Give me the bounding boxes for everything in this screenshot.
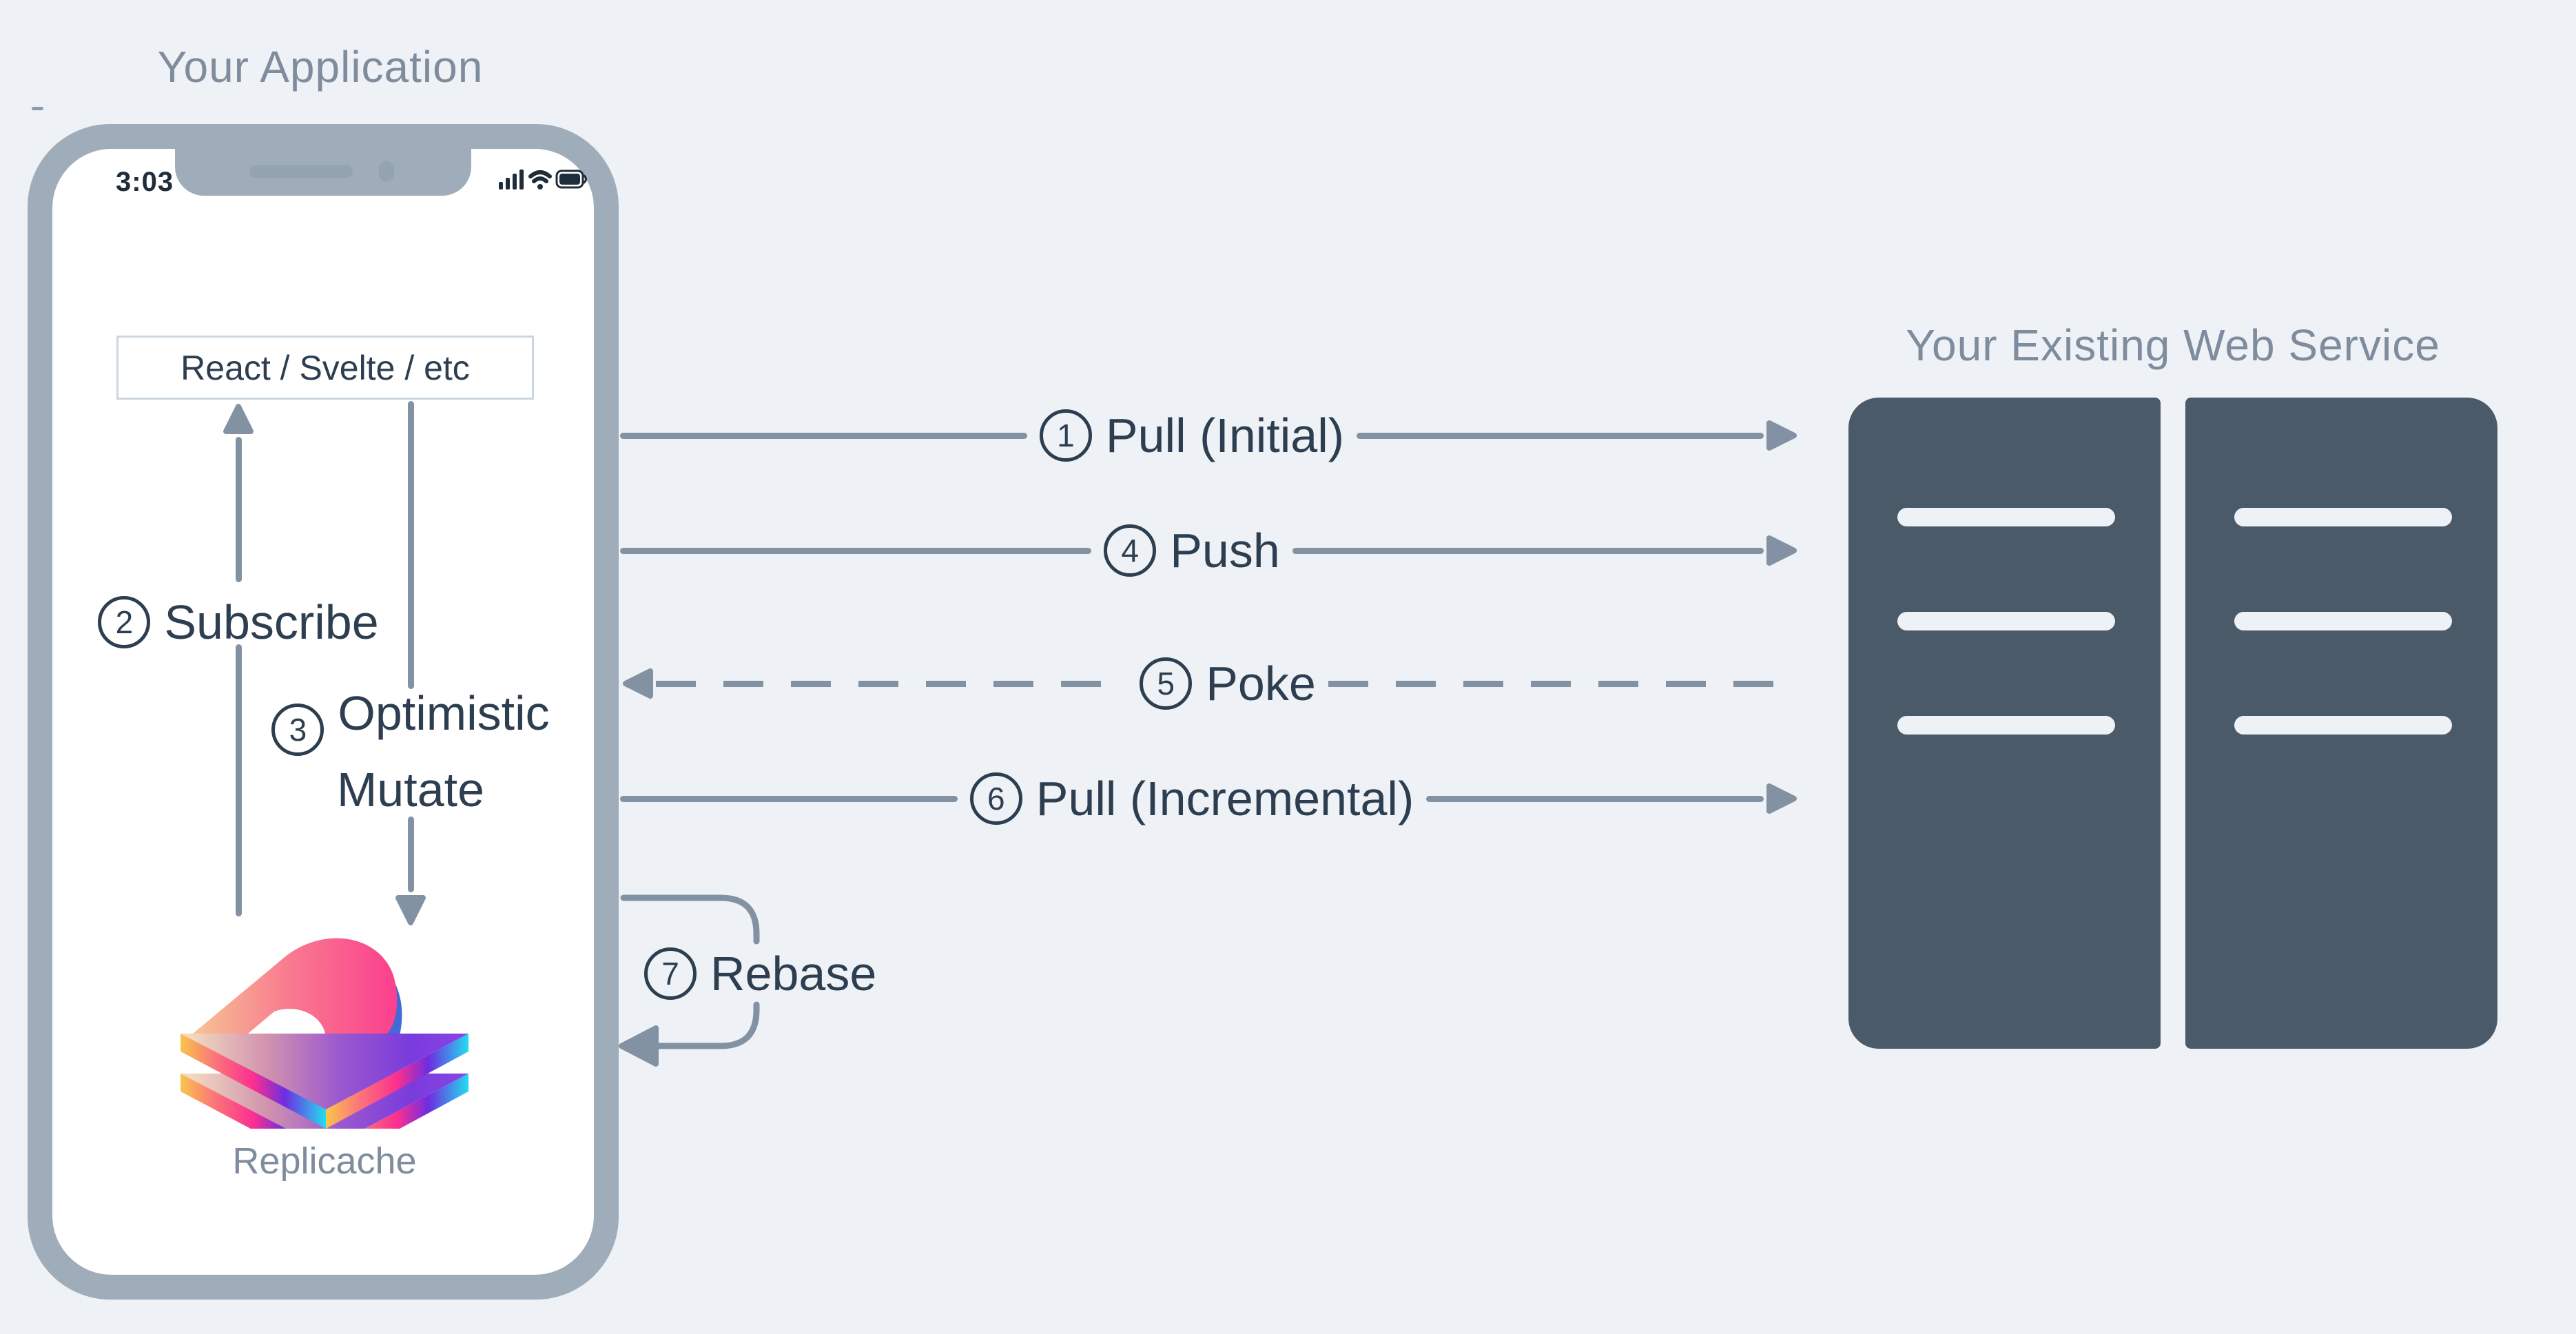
wifi-icon — [528, 170, 552, 189]
step-label-text: Poke — [1206, 657, 1316, 710]
replicache-caption: Replicache — [232, 1140, 417, 1182]
server-slot-bar — [1897, 508, 2115, 526]
step-pull-incremental: 6 Pull (Incremental) — [969, 771, 1414, 826]
speaker-icon — [249, 165, 353, 178]
step-pull-initial: 1 Pull (Initial) — [1039, 408, 1345, 463]
cellular-signal-icon — [499, 170, 524, 189]
step-label-text: Subscribe — [164, 595, 379, 649]
step-label-text: Rebase — [710, 947, 877, 1000]
phone-notch — [175, 149, 471, 196]
flow-line — [1357, 432, 1764, 439]
right-arrowhead-icon — [1766, 420, 1797, 451]
subscribe-arrow-line — [236, 644, 242, 916]
step-number-badge: 4 — [1104, 524, 1157, 577]
server-tower — [1848, 398, 2161, 1049]
step-label-text: Pull (Initial) — [1105, 409, 1345, 462]
flow-line — [620, 795, 958, 802]
camera-icon — [379, 161, 394, 182]
flow-dashed-line — [1328, 680, 1800, 687]
flow-pull-initial: 1 Pull (Initial) — [620, 402, 1800, 469]
subscribe-arrow-line — [236, 437, 242, 582]
step-number-badge: 1 — [1039, 409, 1092, 462]
flow-line — [1426, 795, 1764, 802]
step-label-text: Pull (Incremental) — [1035, 772, 1414, 825]
server-slot-bar — [2234, 612, 2452, 630]
web-service-title: Your Existing Web Service — [1906, 320, 2440, 370]
phone-frame: 3:03 — [28, 124, 619, 1300]
phone-screen: 3:03 — [52, 149, 594, 1275]
subscribe-arrowhead-icon — [223, 404, 254, 434]
server-slot-bar — [1897, 716, 2115, 735]
mutate-arrow-line — [408, 401, 414, 689]
step-number-badge: 5 — [1140, 657, 1193, 710]
server-slot-bar — [2234, 508, 2452, 526]
flow-line — [620, 547, 1092, 554]
right-arrowhead-icon — [1766, 535, 1797, 566]
status-bar-time: 3:03 — [116, 167, 174, 197]
corner-dash-artifact — [32, 107, 43, 110]
status-bar-icons — [499, 167, 587, 194]
left-arrowhead-icon — [623, 668, 653, 699]
right-arrowhead-icon — [1766, 783, 1797, 814]
flow-pull-incremental: 6 Pull (Incremental) — [620, 766, 1800, 832]
step-label-text: Push — [1170, 524, 1280, 577]
replicache-logo — [181, 938, 468, 1129]
battery-icon — [555, 170, 587, 189]
step-poke: 5 Poke — [1140, 656, 1316, 711]
flow-line — [620, 432, 1027, 439]
flow-line — [1292, 547, 1764, 554]
step-number-badge: 7 — [644, 947, 697, 1000]
mutate-arrowhead-icon — [395, 895, 426, 925]
server-tower — [2185, 398, 2497, 1049]
flow-poke: 5 Poke — [620, 650, 1800, 717]
step-rebase: 7 Rebase — [644, 943, 876, 1005]
step-number-badge: 6 — [969, 772, 1022, 825]
flow-push: 4 Push — [620, 517, 1800, 584]
step-subscribe: 2 Subscribe — [76, 589, 400, 655]
server-slot-bar — [1897, 612, 2115, 630]
step-number-badge: 3 — [271, 704, 324, 756]
step-number-badge: 2 — [98, 596, 151, 648]
step-label-text: Optimistic Mutate — [337, 686, 550, 817]
flow-dashed-line — [656, 680, 1128, 687]
framework-box: React / Svelte / etc — [116, 336, 534, 400]
application-title: Your Application — [157, 42, 484, 92]
mutate-arrow-line — [408, 817, 414, 892]
rebase-arrowhead-icon — [619, 1025, 659, 1067]
step-push: 4 Push — [1104, 523, 1280, 578]
server-slot-bar — [2234, 716, 2452, 735]
